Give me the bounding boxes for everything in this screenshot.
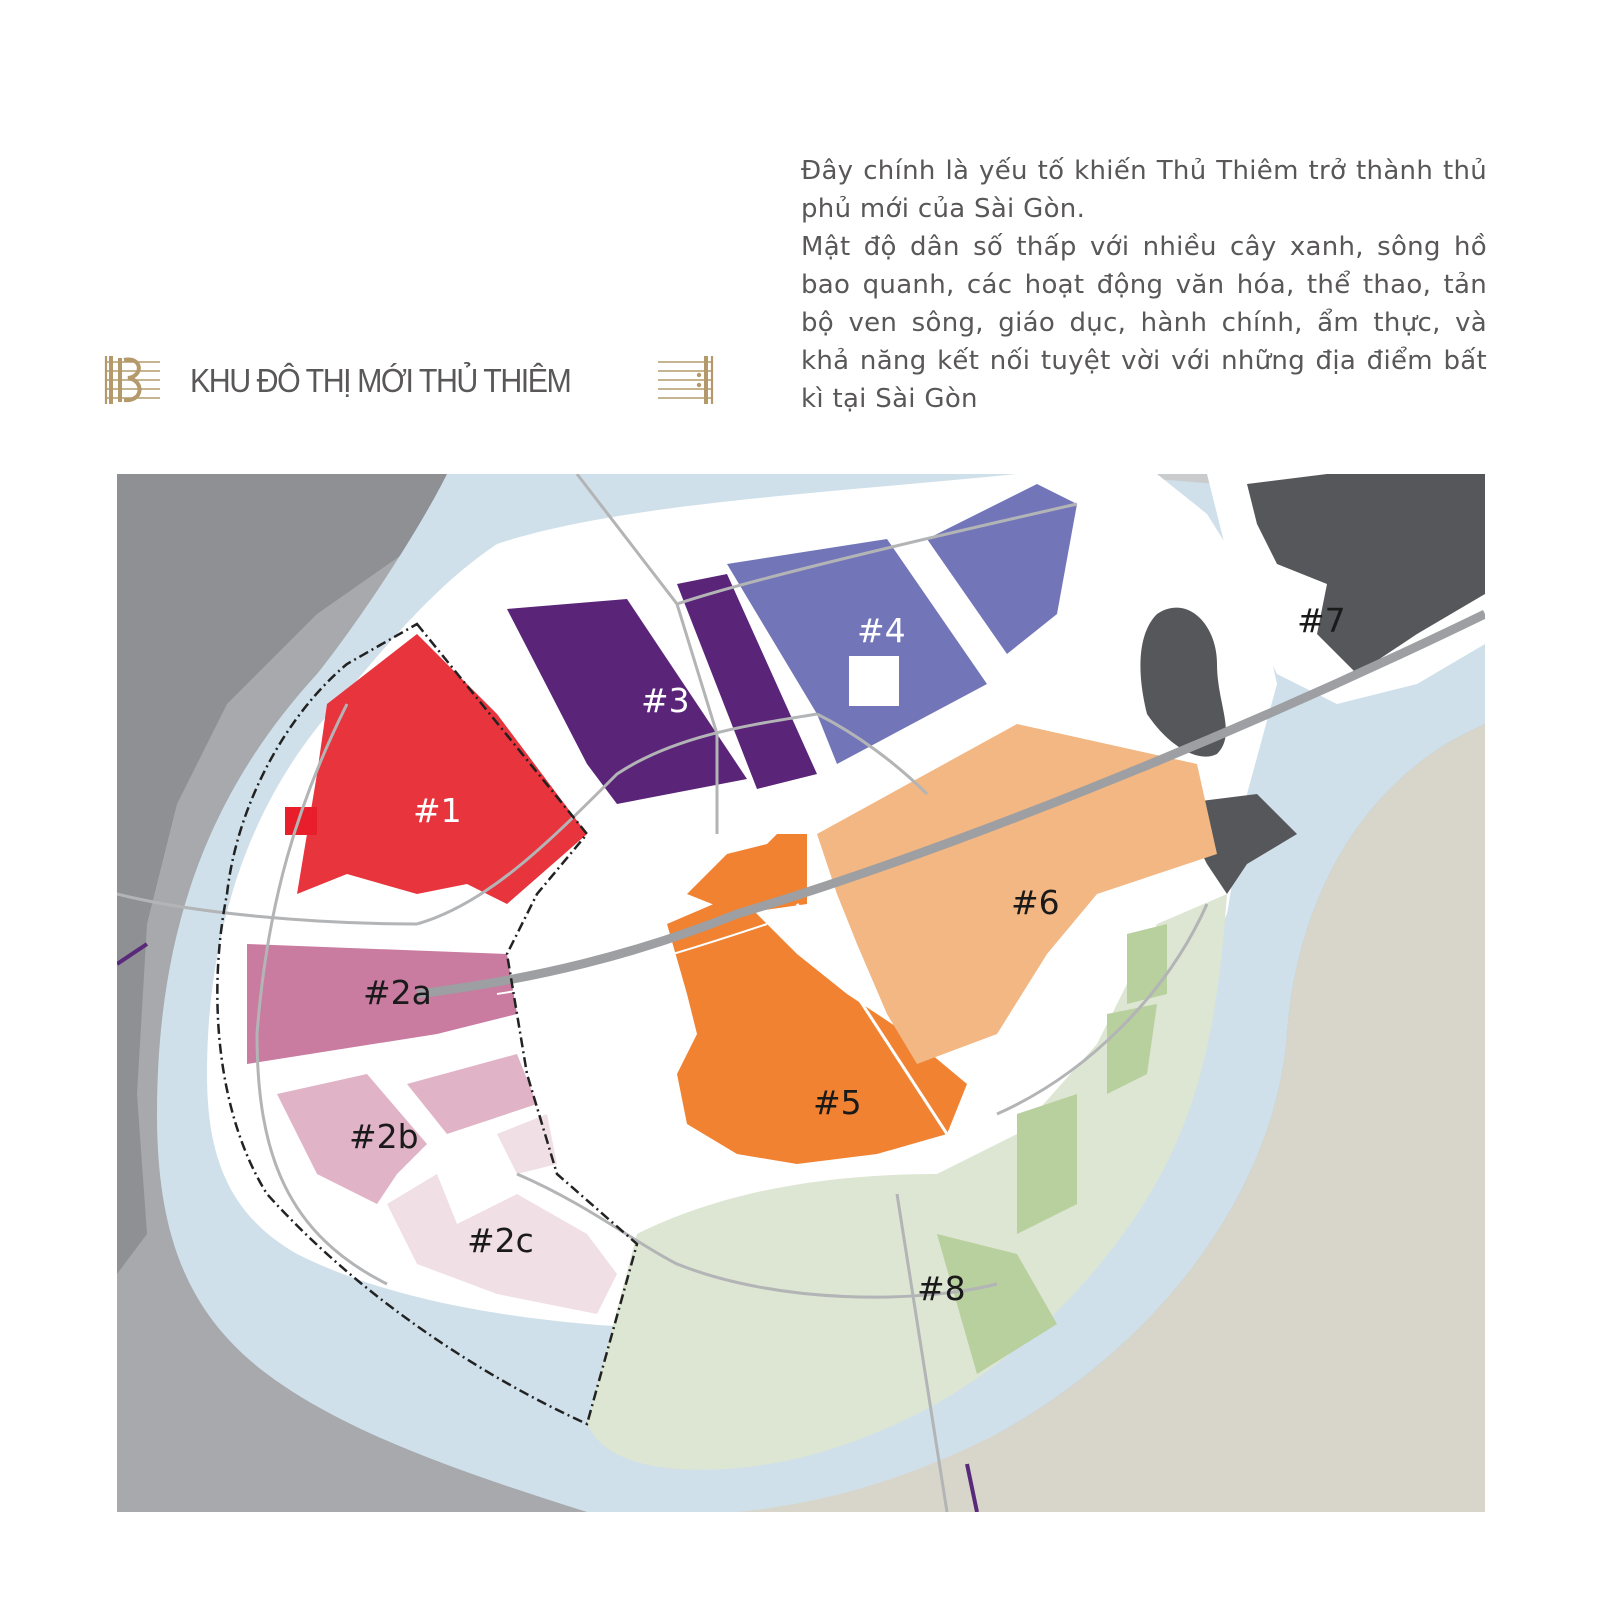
zone-2c-area (387, 1174, 617, 1314)
zone-4-label: #4 (857, 611, 906, 650)
description-paragraph-1: Đây chính là yếu tố khiến Thủ Thiêm trở … (801, 156, 1487, 224)
zone-5-label: #5 (813, 1083, 862, 1122)
zone-3-east-strip (677, 574, 817, 789)
zone-8-label: #8 (917, 1269, 966, 1308)
description-paragraph-2: Mật độ dân số thấp với nhiều cây xanh, s… (801, 232, 1487, 414)
zone-4-area (727, 539, 987, 764)
music-staff-emblem-right (658, 356, 714, 404)
road-network (117, 474, 1209, 1512)
zone-2b-label: #2b (349, 1117, 419, 1156)
thu-thiem-zoning-map: #1 #2a #2b #2c #3 #4 #5 #6 #7 #8 (117, 474, 1485, 1512)
zone-3-area (507, 599, 747, 804)
project-boundary (216, 622, 639, 1426)
map-canvas: #1 #2a #2b #2c #3 #4 #5 #6 #7 #8 (117, 474, 1485, 1512)
park-green-2 (1017, 1094, 1077, 1234)
section-title: KHU ĐÔ THỊ MỚI THỦ THIÊM (104, 354, 716, 406)
zone-5-boulevard (795, 903, 949, 1135)
park-green-4 (1127, 924, 1167, 1004)
zone-2c-north-block (497, 1114, 557, 1174)
zone-7-lake (1140, 607, 1226, 757)
zone-7-area (1247, 474, 1485, 674)
music-staff-emblem-left (104, 356, 160, 404)
zone-2c-label: #2c (467, 1221, 534, 1260)
park-green-3 (1107, 1004, 1157, 1094)
zone-2b-east-block (407, 1054, 537, 1134)
metro-line-south (965, 1463, 979, 1512)
park-green-1 (937, 1234, 1057, 1374)
page-title: KHU ĐÔ THỊ MỚI THỦ THIÊM (190, 362, 572, 399)
zone-6-label: #6 (1011, 883, 1060, 922)
description-text: Đây chính là yếu tố khiến Thủ Thiêm trở … (801, 152, 1487, 418)
east-district (737, 724, 1485, 1512)
zone-2a-label: #2a (363, 973, 432, 1012)
zone-1-area (297, 634, 587, 904)
zone-3-label: #3 (641, 681, 690, 720)
highway-centerline (496, 923, 768, 995)
zone-6-area (817, 724, 1217, 1064)
metro-line-west (117, 942, 149, 966)
zone-4-plaza (849, 656, 899, 706)
zone-2a-area (247, 944, 517, 1064)
highway (416, 609, 1485, 999)
zone-7-label: #7 (1297, 601, 1346, 640)
west-district (117, 474, 477, 1274)
zone-5-north-block (687, 834, 807, 914)
zone-2b-area (277, 1074, 427, 1204)
zone-4-east-block (927, 484, 1077, 654)
zone-5-area (667, 894, 967, 1164)
zone-1-label: #1 (413, 791, 462, 830)
zone-8-park (587, 894, 1227, 1470)
